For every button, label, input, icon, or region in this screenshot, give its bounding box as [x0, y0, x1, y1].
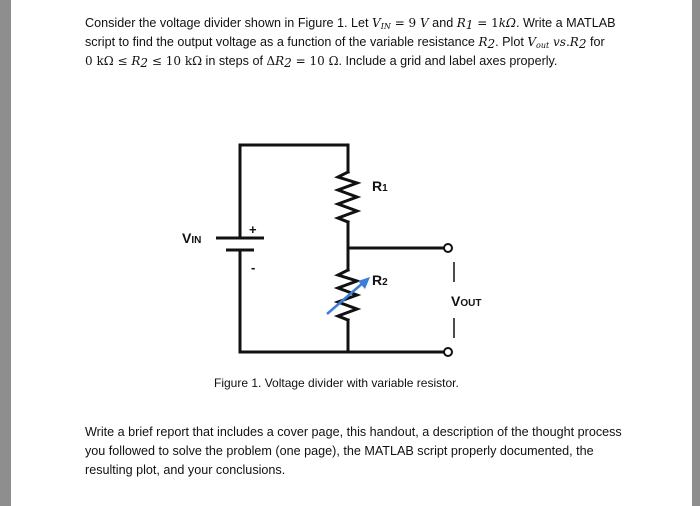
vin-label: VIN: [182, 230, 201, 246]
problem-text: . Plot: [495, 35, 528, 49]
left-gray-border: [0, 0, 11, 506]
problem-text: . Write a MATLAB: [515, 16, 616, 30]
math-r2: R2: [131, 54, 149, 70]
right-gray-border: [692, 0, 700, 506]
output-terminal-top: [443, 243, 453, 253]
problem-text: and: [428, 16, 457, 30]
r1-label: R1: [372, 178, 388, 194]
report-line-1: Write a brief report that includes a cov…: [85, 425, 622, 439]
math-delta: Δ: [266, 54, 276, 68]
r2-label: R2: [372, 272, 388, 288]
resistor-r2: [333, 267, 362, 322]
math-vin-value: = 9: [390, 16, 421, 30]
problem-text: in steps of: [202, 54, 267, 68]
problem-line-1: Consider the voltage divider shown in Fi…: [85, 14, 616, 33]
report-line-2: you followed to solve the problem (one p…: [85, 444, 594, 458]
bottom-wire: [238, 260, 350, 354]
math-vin-unit: V: [420, 16, 429, 30]
resistor-r1: [333, 169, 362, 224]
problem-statement: Consider the voltage divider shown in Fi…: [85, 14, 616, 71]
arrow-head: [358, 277, 370, 289]
math-vs: vs.: [549, 35, 570, 49]
math-r1: R1: [456, 16, 474, 32]
math-vin: VIN: [372, 16, 391, 31]
math-r1-value: = 1: [473, 16, 499, 30]
math-r1-unit: kΩ: [498, 16, 516, 30]
variable-resistor-arrow: [326, 281, 365, 315]
math-range-end: ≤ 10 kΩ: [148, 54, 203, 68]
problem-text: for: [586, 35, 605, 49]
math-r2: R2: [275, 54, 292, 70]
figure-caption: Figure 1. Voltage divider with variable …: [214, 376, 459, 390]
problem-text: script to find the output voltage as a f…: [85, 35, 479, 49]
problem-line-3: 0 kΩ ≤ R2 ≤ 10 kΩ in steps of ΔR2 = 10 Ω…: [85, 52, 610, 71]
minus-sign: -: [251, 260, 255, 275]
report-instructions: Write a brief report that includes a cov…: [85, 423, 622, 480]
vout-label: VOUT: [451, 293, 481, 309]
top-wire: [238, 143, 350, 174]
math-vout: Vout: [527, 35, 550, 50]
math-r2: R2: [478, 35, 496, 51]
math-range-start: 0 kΩ ≤: [85, 54, 132, 68]
plus-sign: +: [249, 222, 257, 237]
problem-line-2: script to find the output voltage as a f…: [85, 33, 610, 52]
report-line-3: resulting plot, and your conclusions.: [85, 463, 286, 477]
output-terminal-bottom: [443, 347, 453, 357]
math-step: = 10 Ω: [291, 54, 339, 68]
math-r2: R2: [569, 35, 587, 51]
problem-text: Consider the voltage divider shown in Fi…: [85, 16, 373, 30]
problem-text: . Include a grid and label axes properly…: [338, 54, 558, 68]
